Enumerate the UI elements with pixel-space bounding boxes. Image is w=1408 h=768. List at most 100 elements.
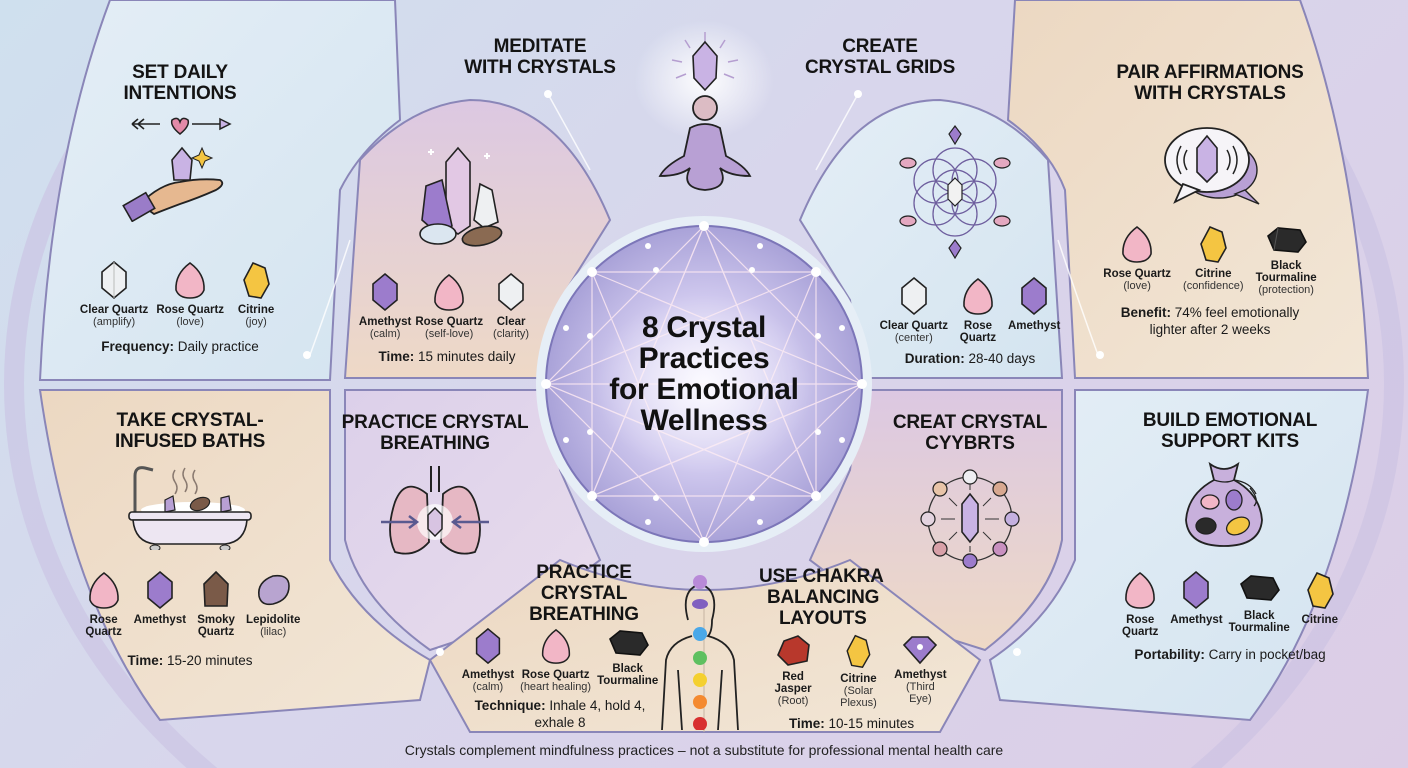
panel-chakra-balancing: USE CHAKRA BALANCING LAYOUTS Red Jasper … [745, 566, 947, 732]
meditating-figure-icon [658, 32, 752, 191]
black-tourmaline-icon [1240, 575, 1281, 601]
clear-quartz-icon [498, 272, 524, 312]
gem-amethyst: Amethyst [1008, 276, 1060, 344]
gem-amethyst: Amethyst [1170, 570, 1223, 638]
black-tourmaline-icon [1267, 227, 1308, 253]
info-time: Time: 15-20 minutes [70, 652, 310, 669]
crystal-circle-icon [920, 469, 1020, 569]
info-label: Time: [378, 349, 415, 364]
title-line: LAYOUTS [779, 608, 867, 629]
title-line: USE CHAKRA [759, 566, 884, 587]
gem-note: (calm) [369, 328, 401, 340]
title-line: CYYBRTS [925, 433, 1015, 454]
gem-note: (heart healing) [520, 681, 592, 693]
gem-name: Citrine [1301, 614, 1338, 626]
gem-name: Clear [496, 316, 526, 328]
lepidolite-icon [258, 574, 291, 606]
info-label: Frequency: [101, 339, 174, 354]
gem-note: (joy) [245, 316, 267, 328]
panel-title: PRACTICE CRYSTAL BREATHING [335, 412, 535, 454]
gem-citrine: Citrine [1296, 570, 1344, 638]
gem-name: Amethyst [1170, 614, 1223, 626]
crystal-cluster-icon [419, 146, 503, 247]
title-line: CREATE [842, 36, 918, 57]
gem-name: Rose Quartz [959, 320, 997, 344]
title-line: PRACTICE CRYSTAL [341, 412, 529, 433]
gem-name: Clear Quartz [879, 320, 948, 332]
gem-name: Rose Quartz [415, 316, 484, 328]
panel-crystal-breathing: PRACTICE CRYSTAL BREATHING Amethyst (cal… [460, 562, 660, 731]
citrine-icon [1306, 571, 1334, 609]
gem-name: Amethyst [461, 669, 515, 681]
info-label: Portability: [1134, 647, 1205, 662]
rose-quartz-icon [1125, 572, 1156, 609]
title-line: BREATHING [529, 604, 639, 625]
rose-quartz-icon [963, 278, 993, 315]
speech-bubble-crystal-icon [1164, 127, 1260, 205]
gem-name: Citrine [840, 673, 877, 685]
rose-quartz-icon [88, 572, 119, 609]
footer-disclaimer: Crystals complement mindfulness practice… [404, 742, 1004, 758]
amethyst-icon [1183, 570, 1210, 610]
info-portability: Portability: Carry in pocket/bag [1110, 646, 1350, 663]
title-line: MEDITATE [493, 36, 587, 57]
gem-red-jasper: Red Jasper (Root) [765, 633, 821, 709]
panel-title: BUILD EMOTIONAL SUPPORT KITS [1110, 410, 1350, 452]
info-value: 15-20 minutes [166, 653, 253, 668]
title-line: BUILD EMOTIONAL [1142, 410, 1318, 431]
gem-name: Rose Quartz [521, 669, 590, 681]
gem-list: Red Jasper (Root) Citrine (Solar Plexus)… [745, 633, 947, 709]
center-title-line: 8 Crystal [641, 311, 767, 344]
gem-note: (love) [1123, 280, 1151, 292]
gem-name: Amethyst [133, 614, 187, 626]
flower-of-life-grid-icon [899, 125, 1011, 260]
panel-emotional-support-kits: BUILD EMOTIONAL SUPPORT KITS Rose Quartz… [1110, 410, 1350, 663]
gem-citrine: Citrine (confidence) [1183, 224, 1244, 296]
citrine-icon [846, 634, 871, 668]
clear-quartz-icon [101, 260, 127, 300]
title-line: BREATHING [380, 433, 490, 454]
amethyst-icon [475, 627, 501, 665]
lungs-icon [381, 466, 489, 555]
gem-name: Rose Quartz [1122, 614, 1159, 638]
meditate-gems: Amethyst (calm) Rose Quartz (self-love) … [352, 264, 542, 365]
info-value: 10-15 minutes [828, 716, 915, 731]
panel-title: MEDITATE WITH CRYSTALS [400, 36, 680, 78]
gem-list: Clear Quartz (center) Rose Quartz Amethy… [870, 276, 1070, 344]
gem-rose-quartz: Rose Quartz [80, 570, 128, 638]
gem-name: Amethyst [358, 316, 412, 328]
hand-holding-crystal-icon [122, 117, 232, 222]
panel-title: PAIR AFFIRMATIONS WITH CRYSTALS [1090, 62, 1330, 104]
clear-quartz-icon [900, 276, 927, 316]
gem-name: Amethyst [1007, 320, 1061, 332]
gem-amethyst: Amethyst (Third Eye) [894, 633, 947, 709]
title-line: BALANCING [767, 587, 880, 608]
amethyst-icon [147, 570, 173, 610]
panel-title: SET DAILY INTENTIONS [60, 62, 300, 104]
citrine-icon [243, 261, 270, 299]
smoky-quartz-icon [203, 570, 229, 607]
grids-gems: Clear Quartz (center) Rose Quartz Amethy… [870, 268, 1070, 367]
gem-name: Citrine [237, 304, 275, 316]
gem-note: (lilac) [260, 626, 287, 638]
gem-list: Rose Quartz Amethyst Smoky Quartz Lepido… [70, 570, 310, 638]
gem-name: Clear Quartz [79, 304, 149, 316]
center-title-line: Practices [638, 342, 770, 375]
info-time: Time: 10-15 minutes [745, 715, 945, 732]
gem-rose-quartz: Rose Quartz [1116, 570, 1164, 638]
gem-name: Rose Quartz [156, 304, 225, 316]
title-line: TAKE CRYSTAL- [116, 410, 264, 431]
gem-note: (amplify) [93, 316, 136, 328]
panel-crystal-breathing-lungs: PRACTICE CRYSTAL BREATHING [335, 412, 535, 562]
rose-quartz-icon [434, 274, 465, 311]
red-jasper-icon [777, 635, 810, 666]
gem-amethyst: Amethyst [134, 570, 186, 638]
gem-note: (center) [894, 332, 933, 344]
panel-title: PRACTICE CRYSTAL BREATHING [460, 562, 660, 625]
gem-note: (Root) [777, 695, 809, 707]
gem-rose-quartz: Rose Quartz (love) [156, 260, 224, 328]
info-value: Carry in pocket/bag [1208, 647, 1326, 662]
center-title-line: for Emotional [609, 373, 799, 406]
gem-name: Amethyst [894, 669, 947, 681]
title-line: CRYSTAL [540, 583, 628, 604]
